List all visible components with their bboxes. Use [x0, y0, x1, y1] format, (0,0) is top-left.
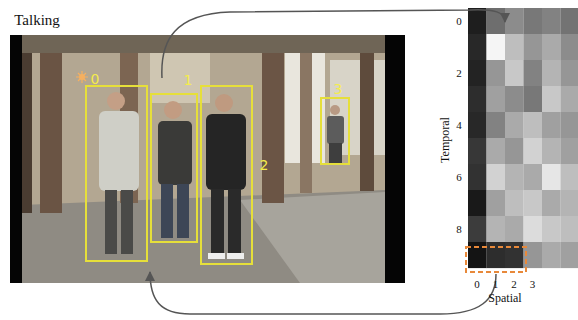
heat-cell: [505, 60, 524, 86]
heatmap: [468, 8, 578, 268]
heat-cell: [468, 60, 487, 86]
heat-cell: [561, 138, 578, 164]
leader-arrow: [150, 272, 496, 314]
person-id: 2: [260, 157, 269, 173]
heat-cell: [505, 138, 524, 164]
heat-cell: [542, 138, 561, 164]
heat-cell: [542, 164, 561, 190]
detection-box: 3: [320, 97, 350, 165]
heat-cell: [505, 242, 524, 268]
action-label: Talking: [14, 12, 60, 29]
heat-cell: [542, 190, 561, 216]
heat-cell: [487, 60, 506, 86]
heat-cell: [487, 190, 506, 216]
heat-cell: [561, 112, 578, 138]
tick-label: 6: [456, 171, 462, 183]
heat-cell: [468, 190, 487, 216]
heat-cell: [524, 216, 543, 242]
axis-title: Temporal: [438, 117, 453, 163]
heat-cell: [524, 60, 543, 86]
person-id: 3: [334, 81, 343, 97]
heat-cell: [505, 216, 524, 242]
detection-box: 1: [150, 93, 198, 243]
tick-label: 3: [530, 278, 536, 290]
heat-cell: [542, 8, 561, 34]
heat-cell: [524, 112, 543, 138]
heat-cell: [561, 190, 578, 216]
heat-cell: [487, 242, 506, 268]
heat-cell: [505, 34, 524, 60]
heat-cell: [542, 86, 561, 112]
heat-cell: [468, 34, 487, 60]
leader-arrow: [162, 10, 505, 78]
heat-cell: [505, 190, 524, 216]
heat-cell: [505, 86, 524, 112]
heat-cell: [542, 60, 561, 86]
heat-cell: [524, 190, 543, 216]
heat-cell: [505, 112, 524, 138]
heat-cell: [468, 86, 487, 112]
heat-cell: [468, 112, 487, 138]
heat-cell: [487, 216, 506, 242]
tick-label: 2: [511, 278, 517, 290]
heat-cell: [561, 164, 578, 190]
heat-cell: [524, 34, 543, 60]
heat-cell: [505, 164, 524, 190]
heat-cell: [487, 34, 506, 60]
heat-cell: [487, 164, 506, 190]
heat-cell: [468, 8, 487, 34]
heat-cell: [542, 34, 561, 60]
heat-cell: [487, 86, 506, 112]
axis-title: Spatial: [488, 291, 521, 306]
heat-cell: [542, 216, 561, 242]
heat-cell: [524, 86, 543, 112]
tick-label: 0: [474, 278, 480, 290]
heat-cell: [524, 8, 543, 34]
heat-cell: [561, 242, 578, 268]
tick-label: 0: [456, 15, 462, 27]
tick-label: 4: [456, 119, 462, 131]
heat-cell: [468, 138, 487, 164]
video-frame: [10, 35, 405, 283]
detection-box: 0: [85, 85, 148, 262]
heat-cell: [542, 112, 561, 138]
heat-cell: [561, 60, 578, 86]
heat-cell: [487, 138, 506, 164]
heat-cell: [561, 8, 578, 34]
heat-cell: [561, 86, 578, 112]
heat-cell: [542, 242, 561, 268]
heat-cell: [561, 216, 578, 242]
people: [99, 92, 344, 259]
person-id: 0: [91, 71, 100, 87]
heat-cell: [487, 112, 506, 138]
tick-label: 2: [456, 67, 462, 79]
heat-cell: [468, 216, 487, 242]
heat-cell: [524, 164, 543, 190]
heat-cell: [468, 242, 487, 268]
detection-box: 2: [200, 85, 253, 265]
tick-label: 1: [493, 278, 499, 290]
heat-cell: [468, 164, 487, 190]
heat-cell: [524, 138, 543, 164]
tick-label: 8: [456, 223, 462, 235]
heat-cell: [561, 34, 578, 60]
marker-star: [76, 71, 88, 83]
highlight-box: [466, 247, 526, 272]
heat-cell: [505, 8, 524, 34]
person-id: 1: [184, 72, 193, 88]
